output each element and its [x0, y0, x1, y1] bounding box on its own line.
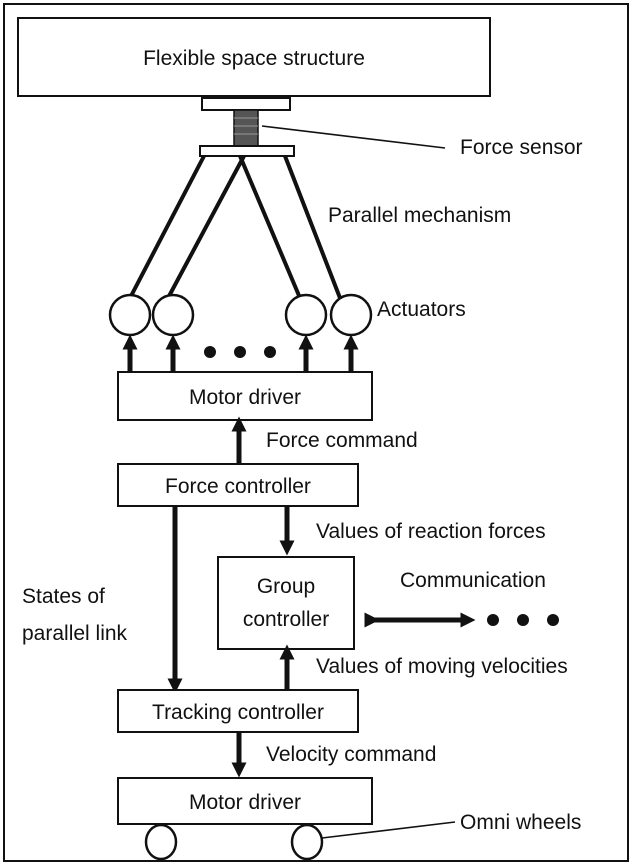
- moving-velocities-label: Values of moving velocities: [316, 655, 568, 678]
- communication-link: Communication: [364, 569, 559, 628]
- communication-label: Communication: [400, 569, 546, 592]
- ellipsis-dot: [517, 614, 529, 626]
- motor-driver-bottom: Motor driver: [117, 777, 373, 825]
- reaction-forces-label: Values of reaction forces: [316, 520, 546, 543]
- tracking-controller: Tracking controller: [117, 689, 359, 733]
- force-controller: Force controller: [117, 463, 359, 507]
- force-sensor-label: Force sensor: [460, 136, 583, 159]
- actuators: Actuators: [108, 293, 466, 372]
- states-label-line2: parallel link: [22, 622, 128, 645]
- omni-wheels-label: Omni wheels: [460, 811, 581, 834]
- parallel-mechanism: Parallel mechanism: [128, 155, 511, 299]
- tracking-controller-label: Tracking controller: [152, 701, 324, 724]
- force-controller-label: Force controller: [165, 475, 311, 498]
- actuator-2: [151, 293, 195, 337]
- force-sensor: Force sensor: [199, 97, 583, 159]
- omni-wheel-left: [144, 823, 178, 861]
- ellipsis-dot: [264, 346, 276, 358]
- states-label-line1: States of: [22, 585, 105, 608]
- actuator-3: [284, 293, 328, 337]
- group-controller-line2: controller: [243, 608, 329, 631]
- ellipsis-dot: [547, 614, 559, 626]
- actuator-1: [108, 293, 152, 337]
- motor-driver-top: Motor driver: [117, 371, 373, 421]
- ellipsis-dot: [234, 346, 246, 358]
- outer-frame: [3, 3, 629, 862]
- group-controller: Group controller: [217, 556, 355, 650]
- motor-driver-bottom-label: Motor driver: [189, 791, 301, 814]
- flexible-space-structure: Flexible space structure: [17, 17, 491, 97]
- structure-label: Flexible space structure: [143, 47, 365, 70]
- omni-wheels: Omni wheels: [144, 811, 581, 861]
- motor-driver-top-label: Motor driver: [189, 386, 301, 409]
- actuators-label: Actuators: [377, 298, 466, 321]
- ellipsis-dot: [204, 346, 216, 358]
- velocity-command-label: Velocity command: [266, 743, 436, 766]
- force-command-label: Force command: [266, 429, 418, 452]
- omni-wheel-right: [290, 823, 324, 861]
- group-controller-line1: Group: [257, 575, 315, 598]
- actuator-4: [329, 293, 373, 337]
- parallel-mechanism-label: Parallel mechanism: [328, 204, 511, 227]
- ellipsis-dot: [487, 614, 499, 626]
